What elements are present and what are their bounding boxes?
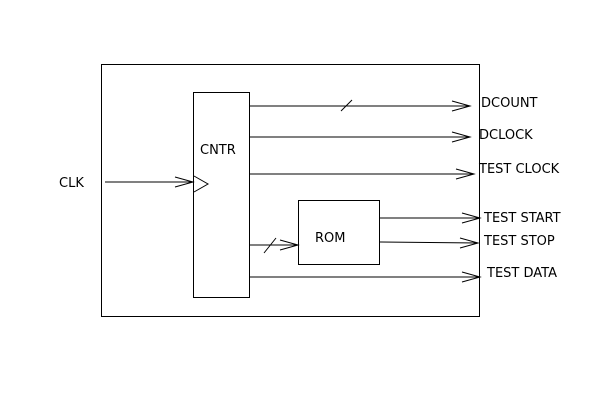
counter-block xyxy=(193,92,250,298)
test-stop-label: TEST STOP xyxy=(483,234,555,249)
dclock-arrow xyxy=(250,131,472,143)
dclock-label: DCLOCK xyxy=(479,128,533,143)
test-start-arrow xyxy=(380,212,482,224)
clock-input-symbol xyxy=(193,175,210,193)
rom-label: ROM xyxy=(315,231,345,246)
rom-block xyxy=(298,200,380,265)
clk-input-arrow xyxy=(105,176,195,188)
outer-enclosure xyxy=(101,64,480,317)
test-clock-label: TEST CLOCK xyxy=(478,162,560,177)
dcount-label: DCOUNT xyxy=(481,96,538,111)
test-data-arrow xyxy=(250,271,482,283)
cntr-to-rom-bus-arrow xyxy=(250,237,300,254)
test-stop-arrow xyxy=(379,237,480,249)
dcount-bus-slash xyxy=(340,99,353,112)
counter-label: CNTR xyxy=(200,143,236,158)
dcount-arrow xyxy=(250,99,472,112)
test-start-label: TEST START xyxy=(483,211,561,226)
test-data-label: TEST DATA xyxy=(486,266,557,281)
test-clock-arrow xyxy=(250,168,476,180)
clk-input-label: CLK xyxy=(59,176,84,191)
cntr-to-rom-bus-slash xyxy=(263,237,277,254)
